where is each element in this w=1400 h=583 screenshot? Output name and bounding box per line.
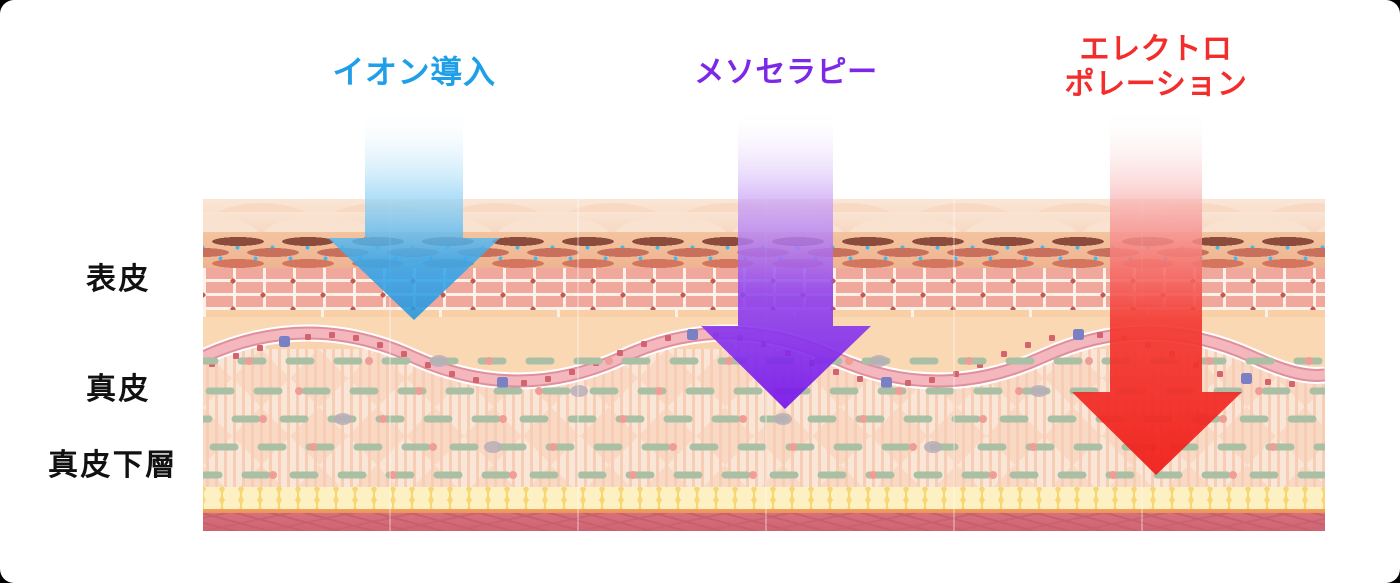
layer-label-subdermis: 真皮下層 xyxy=(48,448,178,483)
arrow-mesotherapy xyxy=(701,108,871,412)
arrow-label-iontophoresis: イオン導入 xyxy=(332,53,496,91)
arrow-electroporation xyxy=(1071,108,1243,478)
band-subcutaneous-fat xyxy=(203,487,1325,510)
band-muscle xyxy=(203,513,1325,531)
layer-label-dermis: 真皮 xyxy=(86,372,151,407)
arrow-label-mesotherapy: メソセラピー xyxy=(694,55,878,90)
arrow-label-electroporation: エレクトロ ポレーション xyxy=(1064,32,1248,102)
arrow-iontophoresis xyxy=(328,108,500,322)
layer-label-epidermis: 表皮 xyxy=(86,262,151,297)
band-fascia-line xyxy=(203,509,1325,514)
